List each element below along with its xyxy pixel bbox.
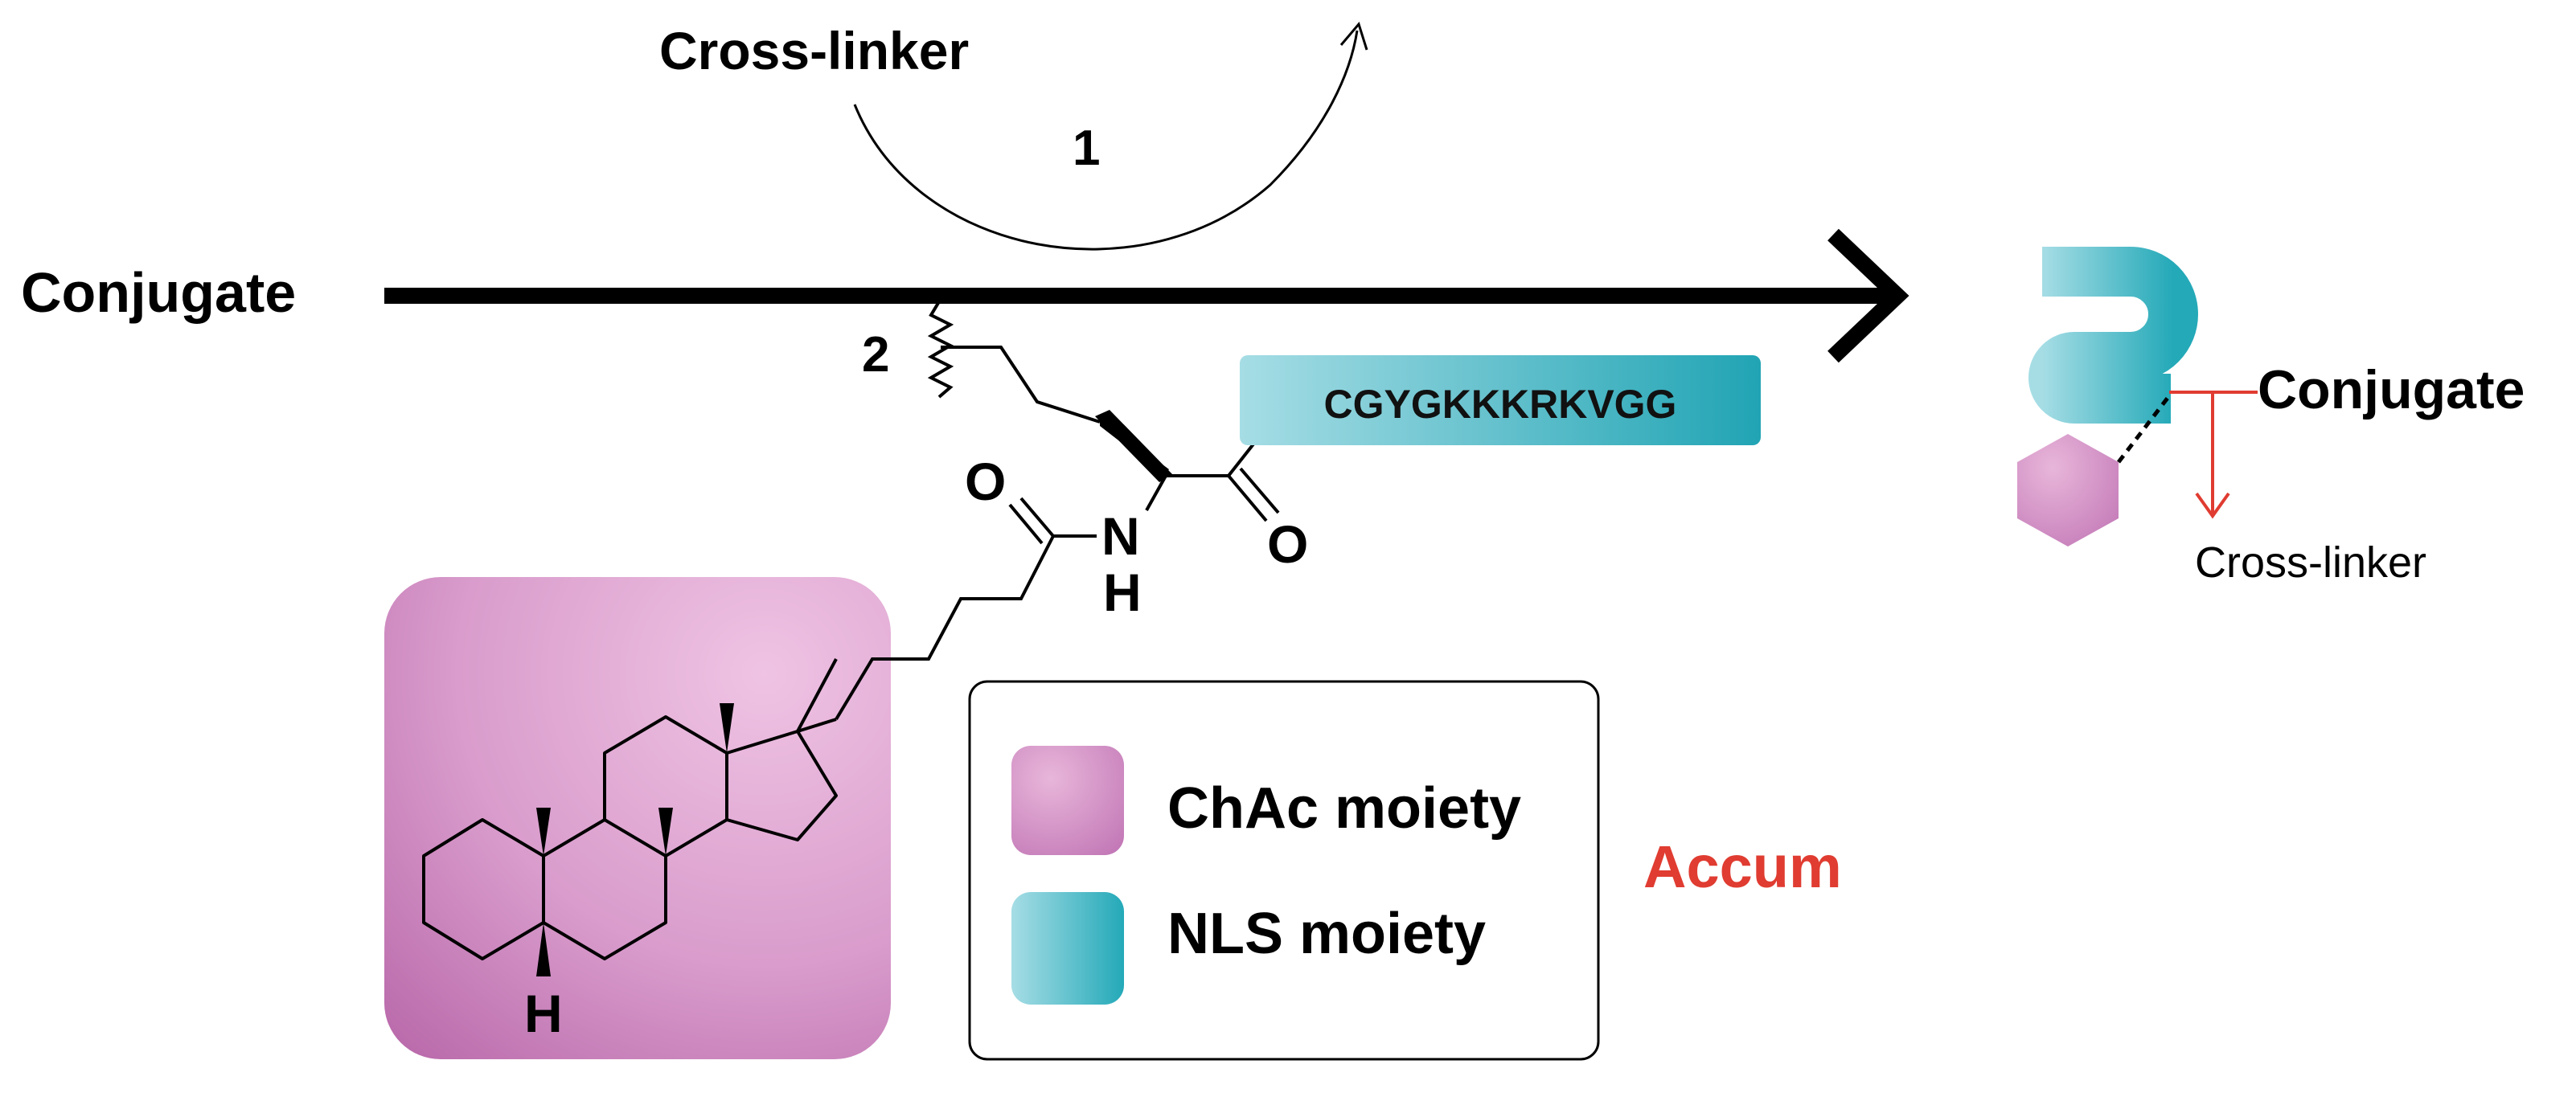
cross-linker-top-label: Cross-linker [659,21,969,80]
steroid-to-linker [796,658,838,732]
alpha-to-n-bond [1145,475,1167,511]
accum-label: Accum [1643,833,1842,900]
legend-nls-swatch [1011,892,1124,1005]
atom-h-amide: H [1103,563,1142,622]
conjugate-right-label: Conjugate [2258,359,2525,420]
side-chain-bonds [941,346,1101,424]
cross-linker-right-label: Cross-linker [2195,538,2426,587]
nls-hook-shape [2028,247,2198,424]
hydrogen-wedge-c5 [536,923,551,976]
chac-moiety-box [384,577,891,1059]
cross-linker-curved-arrow [853,30,1359,251]
atom-n: N [1101,506,1140,566]
legend-chac-label: ChAc moiety [1167,776,1521,841]
atom-o-carbonyl: O [1267,514,1308,574]
step-2-label: 2 [862,327,889,383]
methyl-wedge-c10 [536,808,551,856]
step-1-label: 1 [1073,121,1100,176]
legend-box [968,680,1600,1061]
peptide-nls-box [1240,355,1761,445]
inhibit-arrowhead [2195,492,2230,519]
atom-h-steroid: H [524,984,563,1043]
conjugate-left-label: Conjugate [21,261,296,324]
carbonyl-bond-2 [1239,467,1280,514]
chac-hexagon [2017,434,2119,546]
amide-co-bond-1 [1019,497,1055,538]
cross-linker-arrowhead [1339,21,1368,51]
main-reaction-arrowhead [1827,228,1909,363]
legend-nls-label: NLS moiety [1167,902,1486,966]
wavy-bond [927,297,954,399]
atom-o-amide: O [965,452,1006,511]
legend-chac-swatch [1011,746,1124,855]
peptide-sequence-label: CGYGKKKRKVGG [1324,382,1677,427]
methyl-wedge-c13 [720,703,734,753]
wedge-bond-fill [1095,410,1172,482]
carbonyl-bond-1 [1227,474,1268,522]
methyl-wedge-c8 [658,808,673,856]
amide-co-bond-2 [1008,503,1044,545]
linker-chain [835,535,1055,721]
